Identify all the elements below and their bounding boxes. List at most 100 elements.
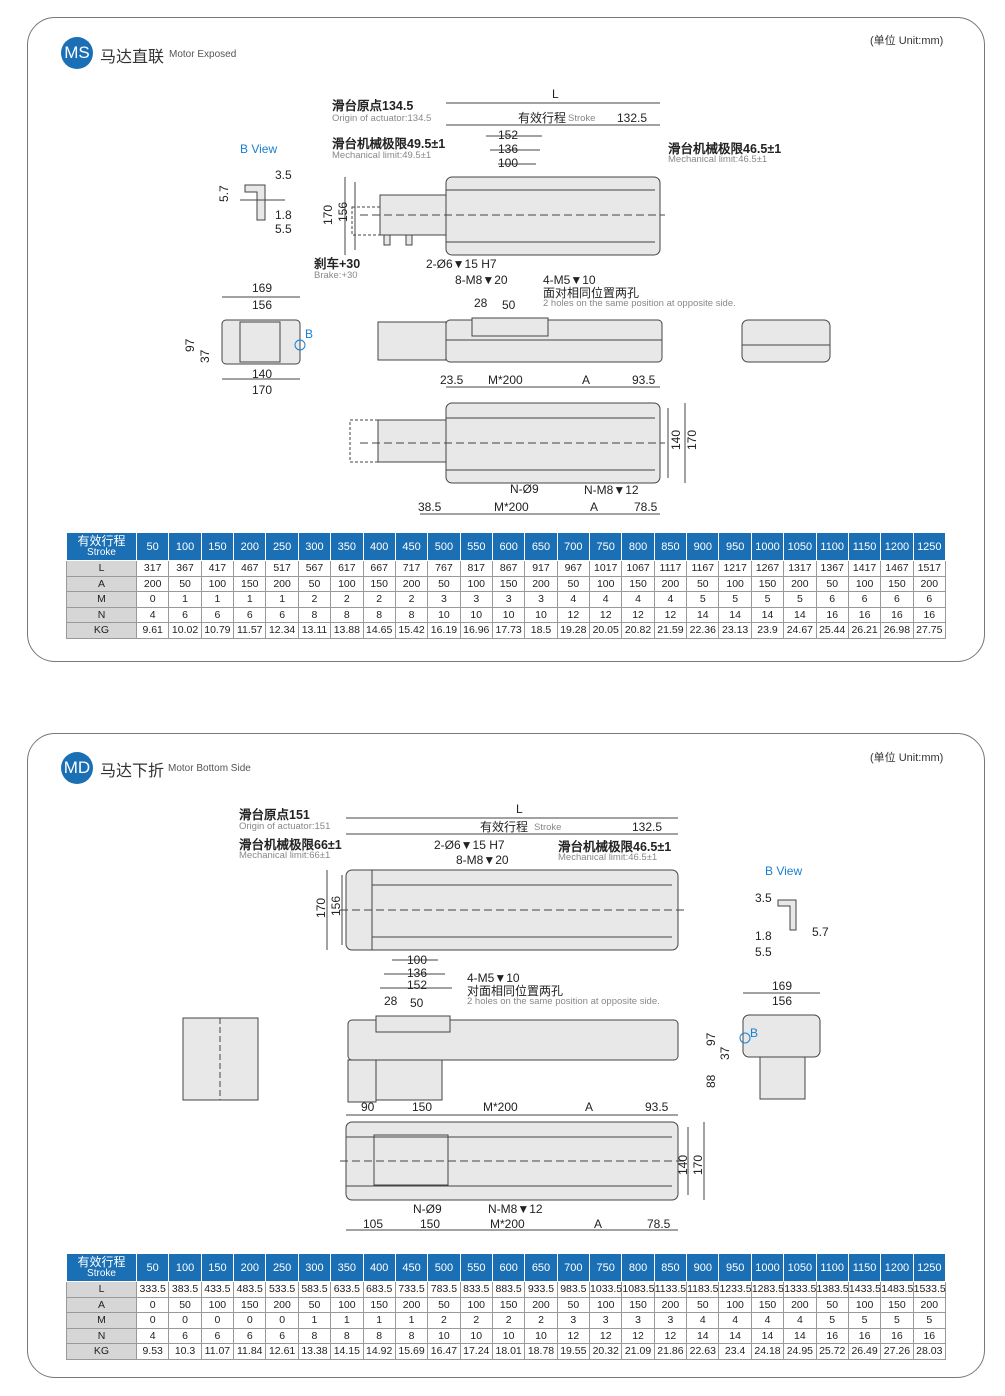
row-label: A bbox=[66, 575, 137, 592]
stroke-value: 100 bbox=[168, 532, 202, 561]
table-cell: 50 bbox=[556, 1296, 591, 1313]
table-cell: 100 bbox=[459, 1296, 493, 1313]
md-title: 马达下折 bbox=[100, 763, 165, 780]
table-cell: 1517 bbox=[912, 560, 947, 577]
ms-dim: 170 bbox=[685, 429, 699, 450]
row-label: N bbox=[66, 606, 137, 623]
table-cell: 1367 bbox=[815, 560, 849, 577]
table-cell: 5 bbox=[847, 1312, 882, 1329]
stroke-value: 1100 bbox=[815, 532, 849, 561]
table-cell: 2 bbox=[524, 1312, 558, 1329]
stroke-value: 1200 bbox=[880, 1253, 914, 1282]
md-mech-right: 滑台机械极限46.5±1 bbox=[558, 840, 672, 854]
table-cell: 5 bbox=[783, 591, 817, 608]
ms-dim: A bbox=[582, 373, 591, 387]
ms-dim: M*200 bbox=[488, 373, 523, 387]
table-cell: 13.11 bbox=[297, 622, 332, 639]
ms-stroke-en: Stroke bbox=[568, 113, 596, 124]
table-cell: 50 bbox=[815, 575, 849, 592]
table-cell: 13.88 bbox=[330, 622, 364, 639]
md-dim: 5.7 bbox=[812, 925, 829, 939]
table-cell: 1167 bbox=[686, 560, 720, 577]
table-cell: 20.05 bbox=[589, 622, 623, 639]
table-cell: 23.4 bbox=[718, 1343, 752, 1360]
table-cell: 1 bbox=[168, 591, 202, 608]
md-dim: 136 bbox=[407, 966, 428, 980]
table-cell: 100 bbox=[200, 1296, 235, 1313]
table-cell: 1 bbox=[233, 591, 267, 608]
table-cell: 5 bbox=[912, 1312, 947, 1329]
table-cell: 6 bbox=[233, 606, 267, 623]
ms-nm8: N-M8▼12 bbox=[584, 483, 639, 497]
table-cell: 1233.5 bbox=[718, 1281, 752, 1298]
stroke-value: 500 bbox=[427, 1253, 461, 1282]
md-dim: 156 bbox=[772, 994, 793, 1008]
table-cell: 383.5 bbox=[168, 1281, 202, 1298]
table-cell: 2 bbox=[427, 1312, 461, 1329]
ms-dim: 132.5 bbox=[617, 111, 648, 125]
ms-dim: 169 bbox=[252, 281, 273, 295]
table-cell: 14 bbox=[783, 606, 817, 623]
ms-dim: 170 bbox=[252, 383, 273, 397]
table-cell: 14 bbox=[686, 606, 720, 623]
ms-dim: 152 bbox=[498, 128, 519, 142]
table-cell: 6 bbox=[815, 591, 849, 608]
stroke-value: 600 bbox=[491, 1253, 526, 1282]
table-cell: 4 bbox=[556, 591, 591, 608]
table-cell: 6 bbox=[880, 591, 914, 608]
md-stroke-en: Stroke bbox=[534, 822, 562, 833]
table-cell: 100 bbox=[718, 1296, 752, 1313]
table-cell: 20.32 bbox=[589, 1343, 623, 1360]
stroke-value: 950 bbox=[718, 1253, 752, 1282]
ms-dim: 78.5 bbox=[634, 500, 658, 514]
ms-mech-right: 滑台机械极限46.5±1 bbox=[668, 142, 782, 156]
stroke-header-cn: 有效行程 bbox=[77, 533, 126, 548]
stroke-value: 400 bbox=[362, 532, 396, 561]
ms-badge: MS bbox=[61, 37, 93, 69]
table-cell: 50 bbox=[427, 1296, 461, 1313]
table-cell: 18.78 bbox=[524, 1343, 558, 1360]
table-cell: 27.26 bbox=[880, 1343, 914, 1360]
table-cell: 100 bbox=[330, 575, 364, 592]
table-cell: 1433.5 bbox=[847, 1281, 882, 1298]
table-cell: 6 bbox=[265, 1327, 299, 1344]
table-cell: 200 bbox=[135, 575, 170, 592]
md-pin: 2-Ø6▼15 H7 bbox=[434, 838, 505, 852]
table-cell: 24.67 bbox=[783, 622, 817, 639]
stroke-value: 250 bbox=[265, 532, 299, 561]
table-cell: 4 bbox=[621, 591, 655, 608]
table-cell: 1483.5 bbox=[880, 1281, 914, 1298]
table-cell: 3 bbox=[491, 591, 526, 608]
table-cell: 13.38 bbox=[297, 1343, 332, 1360]
md-b-marker: B bbox=[750, 1026, 759, 1040]
table-cell: 6 bbox=[233, 1327, 267, 1344]
row-label: A bbox=[66, 1296, 137, 1313]
table-cell: 50 bbox=[686, 575, 720, 592]
table-cell: 16 bbox=[815, 606, 849, 623]
stroke-value: 400 bbox=[362, 1253, 396, 1282]
ms-brake-en: Brake:+30 bbox=[314, 270, 358, 281]
table-cell: 16.47 bbox=[427, 1343, 461, 1360]
stroke-value: 350 bbox=[330, 532, 364, 561]
ms-pin: 2-Ø6▼15 H7 bbox=[426, 257, 497, 271]
table-cell: 150 bbox=[233, 575, 267, 592]
table-cell: 367 bbox=[168, 560, 202, 577]
ms-dim: 1.8 bbox=[275, 208, 292, 222]
table-cell: 25.72 bbox=[815, 1343, 849, 1360]
table-cell: 16 bbox=[912, 1327, 947, 1344]
table-cell: 333.5 bbox=[135, 1281, 170, 1298]
table-cell: 667 bbox=[362, 560, 396, 577]
table-cell: 24.18 bbox=[750, 1343, 785, 1360]
table-cell: 8 bbox=[297, 1327, 332, 1344]
stroke-value: 750 bbox=[589, 1253, 623, 1282]
md-mech-left: 滑台机械极限66±1 bbox=[239, 838, 342, 852]
table-cell: 200 bbox=[394, 1296, 429, 1313]
table-cell: 1 bbox=[200, 591, 235, 608]
table-cell: 12 bbox=[621, 1327, 655, 1344]
table-cell: 12 bbox=[653, 606, 688, 623]
table-cell: 14 bbox=[718, 606, 752, 623]
